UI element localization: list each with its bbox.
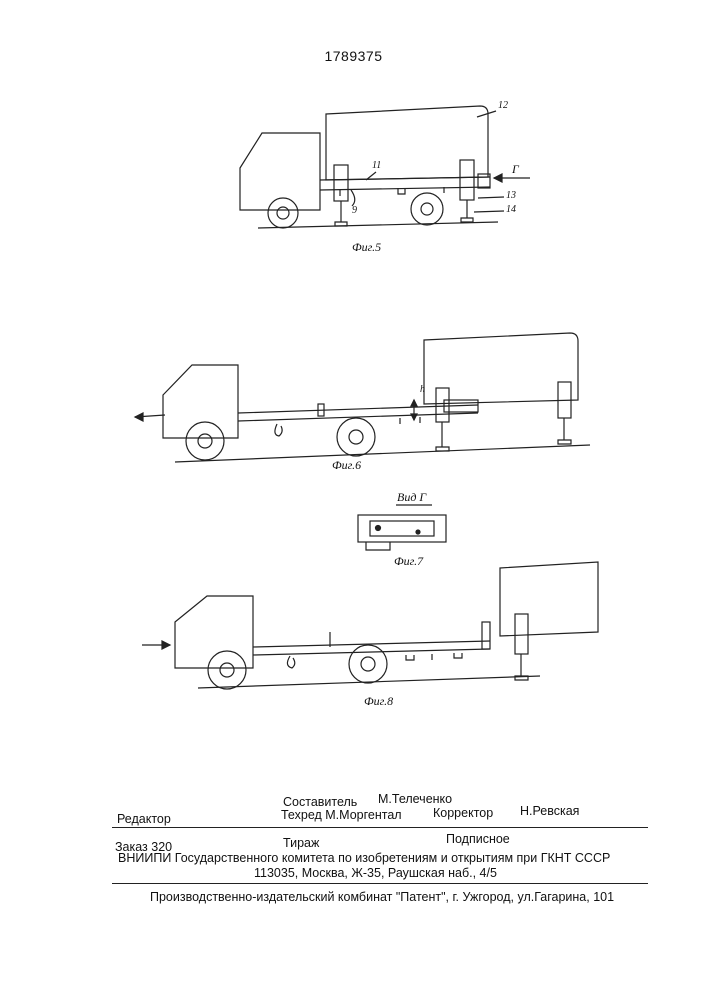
label-view-g: Г	[512, 162, 519, 177]
corrector-label: Корректор	[433, 806, 493, 820]
footer-rule-bottom	[112, 883, 648, 884]
publisher-line: Производственно-издательский комбинат "П…	[150, 890, 614, 904]
figure-5-drawing	[240, 106, 530, 228]
techred: Техред М.Моргентал	[281, 808, 402, 822]
compiler-label: Составитель	[283, 795, 357, 809]
figure-7-title: Вид Г	[397, 490, 426, 505]
editor-label: Редактор	[117, 812, 171, 826]
label-14: 14	[506, 204, 516, 215]
corrector-name: Н.Ревская	[520, 804, 579, 818]
address-line: 113035, Москва, Ж-35, Раушская наб., 4/5	[254, 866, 497, 880]
figure-7-drawing	[358, 505, 446, 550]
label-12: 12	[498, 100, 508, 111]
compiler-name: М.Телеченко	[378, 792, 452, 806]
figure-5-caption: Фиг.5	[352, 240, 381, 255]
footer-rule-top	[112, 827, 648, 828]
subscription: Подписное	[446, 832, 510, 846]
circulation: Тираж	[283, 836, 319, 850]
figure-6-drawing	[135, 333, 590, 462]
label-h: h	[420, 384, 425, 395]
figure-7-caption: Фиг.7	[394, 554, 423, 569]
label-9: 9	[352, 205, 357, 216]
figure-8-drawing	[142, 562, 598, 689]
figure-8-caption: Фиг.8	[364, 694, 393, 709]
label-13: 13	[506, 190, 516, 201]
label-11: 11	[372, 160, 381, 171]
org-line: ВНИИПИ Государственного комитета по изоб…	[118, 851, 610, 865]
figure-6-caption: Фиг.6	[332, 458, 361, 473]
